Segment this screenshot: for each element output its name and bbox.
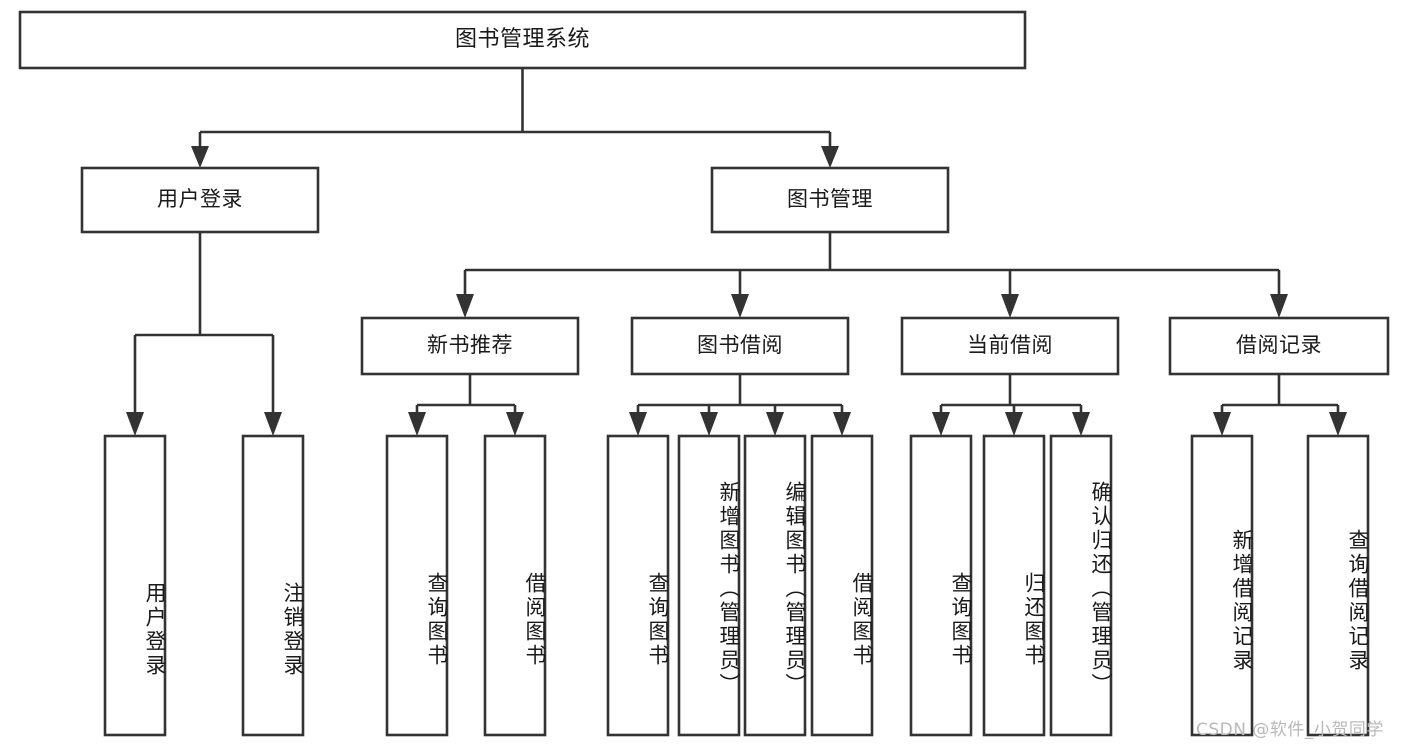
- arrow-to-leaf-edit-book: [766, 412, 784, 436]
- arrow-to-leaf-query-book-2: [629, 412, 647, 436]
- node-box-leaf-add-record[interactable]: [1190, 434, 1254, 737]
- node-box-leaf-borrow-book-2[interactable]: [810, 434, 874, 737]
- node-box-current-borrow[interactable]: [900, 316, 1120, 376]
- node-box-root[interactable]: [18, 10, 1027, 70]
- node-box-new-book-recommend[interactable]: [360, 316, 580, 376]
- node-box-leaf-query-record[interactable]: [1306, 434, 1370, 737]
- arrow-to-leaf-user-login: [126, 412, 144, 436]
- arrow-to-book-manage: [821, 146, 839, 168]
- node-box-leaf-edit-book[interactable]: [743, 434, 807, 737]
- arrow-to-leaf-borrow-book-1: [506, 412, 524, 436]
- arrow-to-leaf-return-book: [1005, 412, 1023, 436]
- node-box-book-manage[interactable]: [710, 166, 950, 234]
- arrow-to-user-login: [191, 146, 209, 168]
- node-box-leaf-return-book[interactable]: [982, 434, 1046, 737]
- node-box-leaf-add-book[interactable]: [677, 434, 741, 737]
- arrow-to-leaf-query-record: [1329, 412, 1347, 436]
- node-box-leaf-query-book-3[interactable]: [909, 434, 973, 737]
- node-box-leaf-query-book-2[interactable]: [606, 434, 670, 737]
- arrow-to-leaf-borrow-book-2: [833, 412, 851, 436]
- arrow-to-leaf-logout: [264, 412, 282, 436]
- node-box-leaf-user-login[interactable]: [103, 434, 167, 737]
- arrow-to-leaf-query-book-1: [408, 412, 426, 436]
- arrow-to-leaf-add-book: [700, 412, 718, 436]
- node-box-borrow-record[interactable]: [1168, 316, 1390, 376]
- arrow-to-leaf-add-record: [1213, 412, 1231, 436]
- node-box-book-borrow[interactable]: [630, 316, 850, 376]
- arrow-to-leaf-query-book-3: [932, 412, 950, 436]
- arrow-to-leaf-confirm-return: [1072, 412, 1090, 436]
- arrow-to-current-borrow: [1001, 294, 1019, 318]
- csdn-watermark: CSDN @软件_小贺同学: [1196, 720, 1384, 740]
- arrow-to-new-book-recommend: [456, 294, 474, 318]
- node-box-leaf-confirm-return[interactable]: [1049, 434, 1113, 737]
- arrow-to-borrow-record: [1270, 294, 1288, 318]
- node-box-user-login[interactable]: [80, 166, 320, 234]
- node-box-leaf-logout[interactable]: [241, 434, 305, 737]
- node-box-leaf-borrow-book-1[interactable]: [483, 434, 547, 737]
- arrow-to-book-borrow: [731, 294, 749, 318]
- node-box-leaf-query-book-1[interactable]: [385, 434, 449, 737]
